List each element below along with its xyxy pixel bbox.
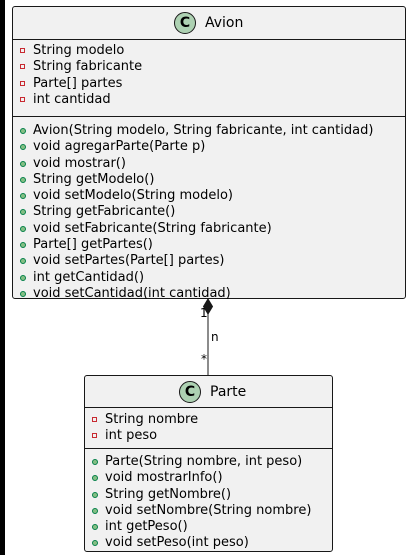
attribute-item: int peso (85, 428, 332, 444)
method-item: String getFabricante() (13, 204, 405, 220)
source-multiplicity: 1 (200, 306, 208, 320)
public-visibility-icon (20, 242, 26, 249)
method-item: void setFabricante(String fabricante) (13, 221, 405, 237)
attribute-item: int cantidad (13, 92, 405, 108)
class-stereotype-icon: C (179, 381, 201, 403)
private-visibility-icon (92, 433, 97, 439)
class-avion-name: Avion (205, 15, 244, 31)
attribute-item: String nombre (85, 412, 332, 428)
private-visibility-icon (20, 80, 25, 86)
window-left-edge (0, 0, 5, 555)
public-visibility-icon (20, 209, 26, 216)
class-avion-methods: Avion(String modelo, String fabricante, … (13, 117, 405, 302)
method-item: String getModelo() (13, 172, 405, 188)
method-item: void setModelo(String modelo) (13, 188, 405, 204)
public-visibility-icon (20, 176, 26, 183)
method-item: void mostrarInfo() (85, 470, 332, 486)
method-item: void setNombre(String nombre) (85, 503, 332, 519)
private-visibility-icon (20, 96, 25, 102)
method-item: String getNombre() (85, 487, 332, 503)
public-visibility-icon (20, 290, 26, 297)
method-item: int getCantidad() (13, 270, 405, 286)
public-visibility-icon (92, 459, 98, 465)
public-visibility-icon (20, 258, 26, 265)
public-visibility-icon (92, 507, 98, 514)
class-avion-header: C Avion (13, 7, 405, 40)
method-item: int getPeso() (85, 519, 332, 535)
class-parte-header: C Parte (85, 376, 332, 408)
class-parte[interactable]: C Parte String nombre int peso Parte(Str… (84, 375, 333, 552)
public-visibility-icon (20, 144, 26, 151)
method-item: void agregarParte(Parte p) (13, 139, 405, 155)
class-avion[interactable]: C Avion String modelo String fabricante … (12, 6, 406, 302)
attribute-item: Parte[] partes (13, 76, 405, 92)
class-parte-methods: Parte(String nombre, int peso) void most… (85, 449, 332, 552)
class-stereotype-icon: C (174, 12, 196, 34)
private-visibility-icon (20, 64, 25, 70)
method-item: Avion(String modelo, String fabricante, … (13, 123, 405, 139)
method-item: Parte(String nombre, int peso) (85, 454, 332, 470)
private-visibility-icon (92, 417, 97, 422)
composition-diamond-icon (202, 298, 214, 315)
public-visibility-icon (20, 160, 26, 167)
association-label: n (211, 330, 219, 344)
target-multiplicity: * (201, 352, 207, 366)
attribute-item: String modelo (13, 43, 405, 59)
method-item: void setCantidad(int cantidad) (13, 286, 405, 302)
class-avion-attributes: String modelo String fabricante Parte[] … (13, 40, 405, 117)
method-item: void setPeso(int peso) (85, 535, 332, 551)
private-visibility-icon (20, 48, 25, 53)
public-visibility-icon (20, 274, 26, 281)
public-visibility-icon (92, 540, 98, 547)
public-visibility-icon (92, 524, 98, 531)
public-visibility-icon (20, 193, 26, 200)
method-item: Parte[] getPartes() (13, 237, 405, 253)
public-visibility-icon (20, 225, 26, 232)
attribute-item: String fabricante (13, 59, 405, 75)
public-visibility-icon (92, 491, 98, 498)
method-item: void setPartes(Parte[] partes) (13, 253, 405, 269)
public-visibility-icon (92, 475, 98, 482)
class-parte-name: Parte (210, 384, 247, 400)
method-item: void mostrar() (13, 156, 405, 172)
public-visibility-icon (20, 128, 26, 134)
class-parte-attributes: String nombre int peso (85, 408, 332, 449)
